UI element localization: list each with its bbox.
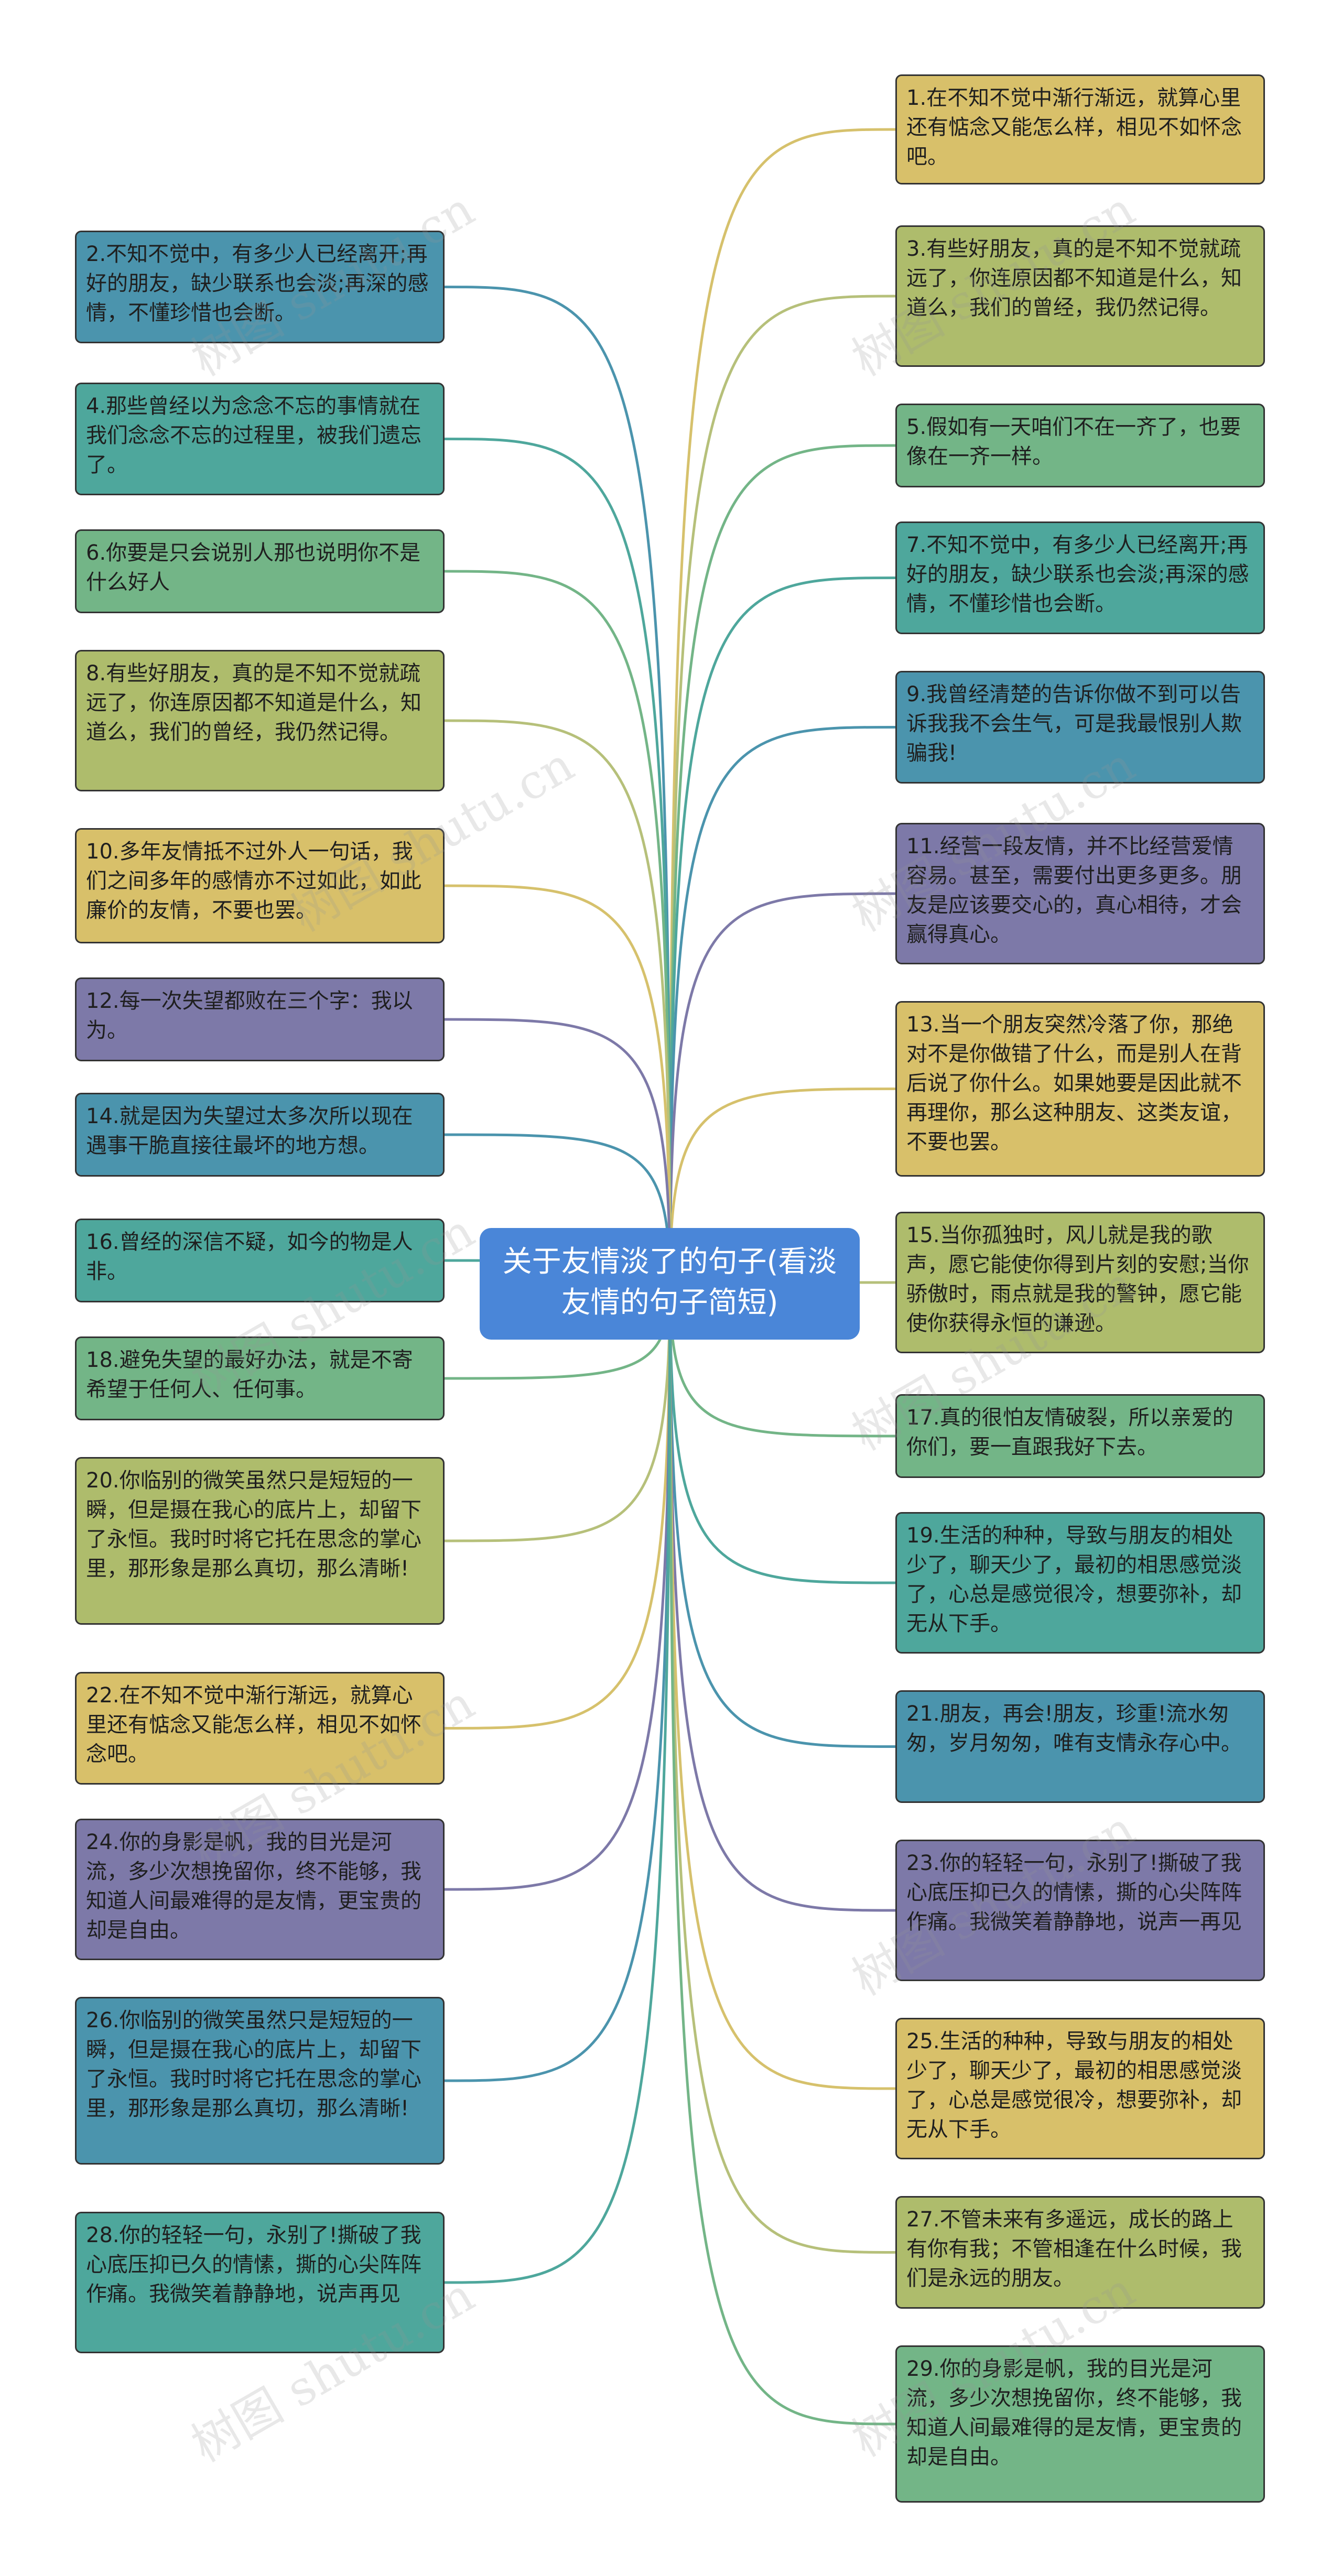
topic-node-20[interactable]: 20.你临别的微笑虽然只是短短的一瞬，但是摄在我心的底片上，却留下了永恒。我时时… <box>75 1457 445 1625</box>
topic-node-24[interactable]: 24.你的身影是帆，我的目光是河流，多少次想挽留你，终不能够，我知道人间最难得的… <box>75 1819 445 1960</box>
connector-12 <box>444 1018 672 1285</box>
connector-1 <box>668 128 896 1285</box>
connector-9 <box>668 726 896 1285</box>
connector-21 <box>668 1284 896 1748</box>
connector-2 <box>444 286 672 1285</box>
topic-node-4[interactable]: 4.那些曾经以为念念不忘的事情就在我们念念不忘的过程里，被我们遗忘了。 <box>75 383 445 495</box>
topic-node-12[interactable]: 12.每一次失望都败在三个字：我以为。 <box>75 977 445 1061</box>
topic-node-25[interactable]: 25.生活的种种，导致与朋友的相处少了，聊天少了，最初的相思感觉淡了，心总是感觉… <box>895 2018 1265 2159</box>
topic-node-8[interactable]: 8.有些好朋友，真的是不知不觉就疏远了，你连原因都不知道是什么，知道么，我们的曾… <box>75 650 445 791</box>
connector-23 <box>668 1284 896 1912</box>
topic-node-21[interactable]: 21.朋友，再会!朋友，珍重!流水匆匆，岁月匆匆，唯有支情永存心中。 <box>895 1690 1265 1803</box>
connector-20 <box>444 1284 672 1542</box>
topic-node-6[interactable]: 6.你要是只会说别人那也说明你不是什么好人 <box>75 529 445 613</box>
topic-node-3[interactable]: 3.有些好朋友，真的是不知不觉就疏远了，你连原因都不知道是什么，知道么，我们的曾… <box>895 225 1265 367</box>
connector-10 <box>444 884 672 1285</box>
topic-node-15[interactable]: 15.当你孤独时，风儿就是我的歌声，愿它能使你得到片刻的安慰;当你骄傲时，雨点就… <box>895 1212 1265 1353</box>
topic-node-11[interactable]: 11.经营一段友情，并不比经营爱情容易。甚至，需要付出更多更多。朋友是应该要交心… <box>895 823 1265 964</box>
topic-node-17[interactable]: 17.真的很怕友情破裂，所以亲爱的你们，要一直跟我好下去。 <box>895 1394 1265 1478</box>
topic-node-27[interactable]: 27.不管未来有多遥远，成长的路上有你有我；不管相逢在什么时候，我们是永远的朋友… <box>895 2196 1265 2309</box>
topic-node-10[interactable]: 10.多年友情抵不过外人一句话，我们之间多年的感情亦不过如此，如此廉价的友情，不… <box>75 828 445 943</box>
connector-4 <box>444 438 672 1285</box>
topic-node-14[interactable]: 14.就是因为失望过太多次所以现在遇事干脆直接往最坏的地方想。 <box>75 1093 445 1177</box>
connector-3 <box>668 295 896 1285</box>
connector-24 <box>444 1284 672 1891</box>
connector-13 <box>668 1088 896 1285</box>
connector-11 <box>668 892 896 1285</box>
topic-node-13[interactable]: 13.当一个朋友突然冷落了你，那绝对不是你做错了什么，而是别人在背后说了你什么。… <box>895 1001 1265 1177</box>
topic-node-28[interactable]: 28.你的轻轻一句，永别了!撕破了我心底压抑已久的情愫，撕的心尖阵阵作痛。我微笑… <box>75 2212 445 2353</box>
connector-6 <box>444 570 672 1285</box>
connector-5 <box>668 444 896 1285</box>
topic-node-5[interactable]: 5.假如有一天咱们不在一齐了，也要像在一齐一样。 <box>895 404 1265 487</box>
connector-17 <box>668 1284 896 1438</box>
connector-28 <box>444 1284 672 2284</box>
connector-19 <box>668 1284 896 1584</box>
topic-node-9[interactable]: 9.我曾经清楚的告诉你做不到可以告诉我我不会生气，可是我最恨别人欺骗我! <box>895 671 1265 784</box>
topic-node-7[interactable]: 7.不知不觉中，有多少人已经离开;再好的朋友，缺少联系也会淡;再深的感情，不懂珍… <box>895 521 1265 634</box>
connector-8 <box>444 719 672 1285</box>
connector-7 <box>668 577 896 1285</box>
central-topic[interactable]: 关于友情淡了的句子(看淡友情的句子简短) <box>480 1228 860 1340</box>
connector-22 <box>444 1284 672 1730</box>
topic-node-23[interactable]: 23.你的轻轻一句，永别了!撕破了我心底压抑已久的情愫，撕的心尖阵阵作痛。我微笑… <box>895 1840 1265 1981</box>
topic-node-26[interactable]: 26.你临别的微笑虽然只是短短的一瞬，但是摄在我心的底片上，却留下了永恒。我时时… <box>75 1997 445 2165</box>
connector-29 <box>668 1284 896 2426</box>
connector-26 <box>444 1284 672 2082</box>
topic-node-18[interactable]: 18.避免失望的最好办法，就是不寄希望于任何人、任何事。 <box>75 1336 445 1420</box>
topic-node-22[interactable]: 22.在不知不觉中渐行渐远，就算心里还有惦念又能怎么样，相见不如怀念吧。 <box>75 1672 445 1785</box>
topic-node-19[interactable]: 19.生活的种种，导致与朋友的相处少了，聊天少了，最初的相思感觉淡了，心总是感觉… <box>895 1512 1265 1654</box>
topic-node-1[interactable]: 1.在不知不觉中渐行渐远，就算心里还有惦念又能怎么样，相见不如怀念吧。 <box>895 74 1265 184</box>
topic-node-16[interactable]: 16.曾经的深信不疑，如今的物是人非。 <box>75 1219 445 1302</box>
connector-27 <box>668 1284 896 2254</box>
connector-25 <box>668 1284 896 2090</box>
topic-node-2[interactable]: 2.不知不觉中，有多少人已经离开;再好的朋友，缺少联系也会淡;再深的感情，不懂珍… <box>75 231 445 343</box>
topic-node-29[interactable]: 29.你的身影是帆，我的目光是河流，多少次想挽留你，终不能够，我知道人间最难得的… <box>895 2345 1265 2503</box>
